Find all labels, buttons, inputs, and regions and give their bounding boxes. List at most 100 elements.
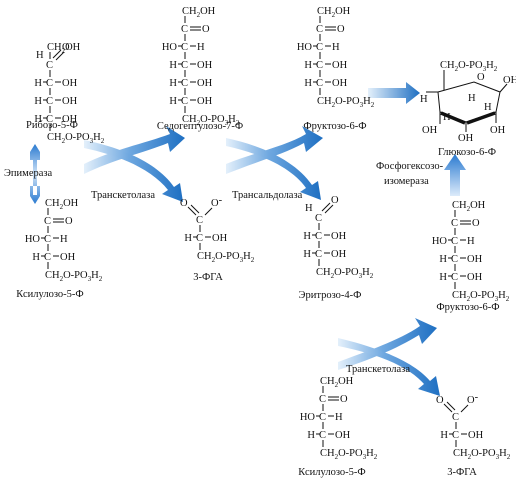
hydroxyl: OH bbox=[331, 231, 347, 242]
carbon: C bbox=[196, 233, 203, 244]
hydroxyl: HO bbox=[162, 42, 178, 53]
xylulose-5-phosphate-bottom-label: Ксилулозо-5-Ф bbox=[298, 467, 365, 478]
carbon: C bbox=[44, 252, 51, 263]
glucose-6-phosphate-label: Глюкозо-6-Ф bbox=[438, 147, 496, 158]
bond bbox=[499, 83, 508, 93]
hydroxyl: OH bbox=[332, 60, 348, 71]
ch2o-po3h2-group: CH2O-PO3H2 bbox=[440, 60, 498, 73]
ch2oh-group: CH2OH bbox=[452, 200, 486, 213]
carbon: C bbox=[319, 430, 326, 441]
hydrogen: H bbox=[60, 234, 68, 245]
arrow-transketolase-2-up bbox=[338, 318, 437, 370]
carbon: C bbox=[46, 78, 53, 89]
hydrogen: H bbox=[197, 42, 205, 53]
fructose-6-phosphate-right-label: Фруктозо-6-Ф bbox=[436, 302, 499, 313]
enzyme-transaldolase: Трансальдолаза bbox=[232, 190, 303, 201]
carbon: C bbox=[316, 24, 323, 35]
hydrogen: H bbox=[169, 78, 177, 89]
hydrogen: H bbox=[305, 203, 313, 214]
hydrogen: H bbox=[34, 78, 42, 89]
oxygen: O bbox=[331, 195, 339, 206]
carbon: C bbox=[452, 430, 459, 441]
reaction-arrows bbox=[30, 82, 466, 396]
hydrogen: H bbox=[32, 252, 40, 263]
hydrogen: H bbox=[184, 233, 192, 244]
arrow-transaldolase-down bbox=[226, 138, 321, 200]
hydroxyl: HO bbox=[297, 42, 313, 53]
hydrogen: H bbox=[169, 60, 177, 71]
ch2oh-group: CH2OH bbox=[317, 6, 351, 19]
ch2o-po3h2-group: CH2O-PO3H2 bbox=[453, 448, 511, 461]
hydrogen: H bbox=[34, 114, 42, 125]
hydroxyl: OH bbox=[335, 430, 351, 441]
oxygen-anion: O- bbox=[211, 195, 223, 209]
hydroxyl: OH bbox=[332, 78, 348, 89]
hydrogen: H bbox=[332, 42, 340, 53]
ch2o-po3h2-group: CH2O-PO3H2 bbox=[316, 267, 374, 280]
arrow-transaldolase-up bbox=[226, 126, 323, 174]
hydroxyl: OH bbox=[467, 254, 483, 265]
hydrogen: H bbox=[36, 50, 44, 61]
carbon: C bbox=[319, 394, 326, 405]
hydroxyl: OH bbox=[467, 272, 483, 283]
oxygen: O bbox=[65, 216, 73, 227]
fructose-6-phosphate-top-label: Фруктозо-6-Ф bbox=[303, 121, 366, 132]
ch2oh-group: CH2OH bbox=[320, 376, 354, 389]
sedoheptulose-7-phosphate-label: Седогептулозо-7-Ф bbox=[157, 121, 243, 132]
arrow-transketolase-2-down bbox=[338, 338, 440, 396]
xylulose-5-phosphate-left-label: Ксилулозо-5-Ф bbox=[16, 289, 83, 300]
hydrogen: H bbox=[34, 96, 42, 107]
carbon: C bbox=[451, 272, 458, 283]
hydroxyl: HO bbox=[432, 236, 448, 247]
arrow-epimerase bbox=[30, 144, 40, 204]
hydrogen: H bbox=[467, 236, 475, 247]
hydrogen: H bbox=[169, 96, 177, 107]
carbon: C bbox=[315, 249, 322, 260]
carbon: C bbox=[181, 78, 188, 89]
oxygen: O bbox=[180, 198, 188, 209]
hydroxyl: OH bbox=[62, 114, 78, 125]
hydrogen: H bbox=[468, 93, 476, 104]
oxygen: O bbox=[337, 24, 345, 35]
hydroxyl: OH bbox=[331, 249, 347, 260]
glyceraldehyde-3-phosphate-bottom-label: 3-ФГА bbox=[447, 467, 477, 478]
hydrogen: H bbox=[307, 430, 315, 441]
hydroxyl: OH bbox=[458, 133, 474, 144]
carbon: C bbox=[315, 231, 322, 242]
carbon: C bbox=[44, 216, 51, 227]
hydroxyl: OH bbox=[197, 78, 213, 89]
hydrogen: H bbox=[304, 60, 312, 71]
carbon: C bbox=[46, 96, 53, 107]
enzyme-transketolase-top: Транскетолаза bbox=[91, 190, 155, 201]
oxygen: O bbox=[436, 395, 444, 406]
ch2o-po3h2-group: CH2O-PO3H2 bbox=[182, 114, 240, 127]
carbon: C bbox=[315, 213, 322, 224]
carbon: C bbox=[181, 24, 188, 35]
carbon: C bbox=[452, 412, 459, 423]
hydroxyl: OH bbox=[197, 96, 213, 107]
hydrogen: H bbox=[439, 254, 447, 265]
hydroxyl: OH bbox=[468, 430, 484, 441]
hydrogen: H bbox=[303, 249, 311, 260]
hydrogen: H bbox=[335, 412, 343, 423]
carbon: C bbox=[319, 412, 326, 423]
hydrogen: H bbox=[443, 112, 451, 123]
ch2o-po3h2-group: CH2O-PO3H2 bbox=[320, 448, 378, 461]
carbon: C bbox=[451, 218, 458, 229]
hydrogen: H bbox=[439, 272, 447, 283]
ring-front-bond bbox=[440, 111, 466, 125]
ring-front-bond bbox=[466, 111, 496, 125]
carbon: C bbox=[316, 60, 323, 71]
ch2oh-group: CH2OH bbox=[182, 6, 216, 19]
ch2o-po3h2-group: CH2O-PO3H2 bbox=[452, 290, 510, 303]
hydroxyl: OH bbox=[62, 78, 78, 89]
hydrogen: H bbox=[484, 102, 492, 113]
ribose-5-phosphate-label: Рибозо-5-Ф bbox=[26, 120, 78, 131]
